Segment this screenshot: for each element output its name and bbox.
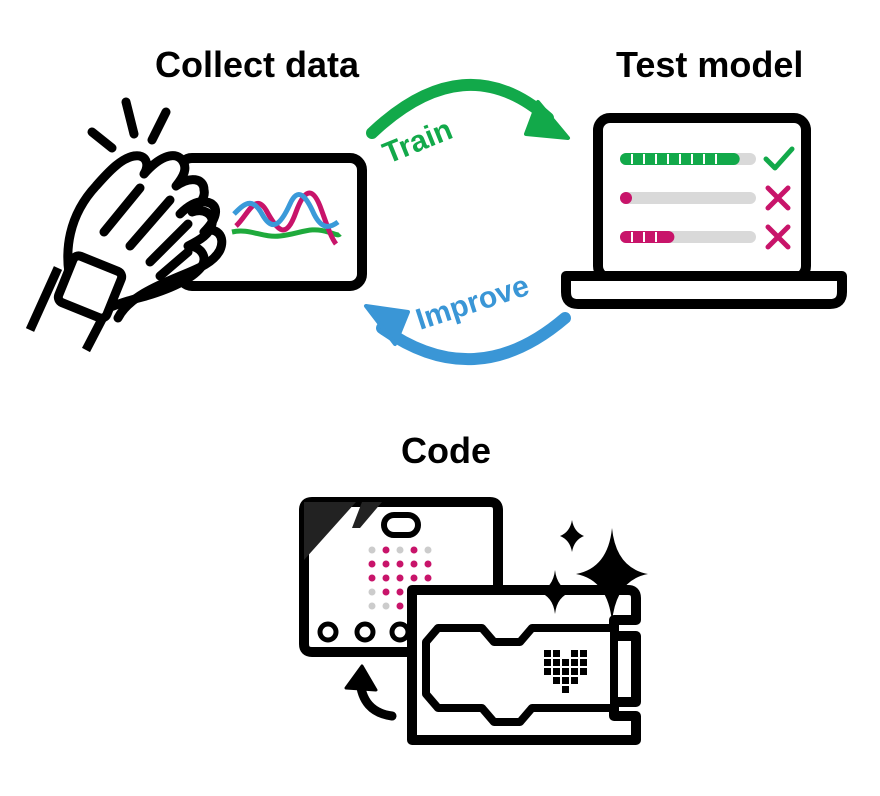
heart-pixel	[562, 677, 569, 684]
led	[396, 546, 404, 554]
heart-pixel	[562, 686, 569, 693]
confidence-fill	[620, 192, 632, 204]
cross-icon	[765, 224, 791, 250]
led	[410, 574, 418, 582]
led	[368, 574, 376, 582]
heart-pixel	[571, 668, 578, 675]
led	[424, 546, 432, 554]
heart-pixel	[580, 650, 587, 657]
heart-pixel	[553, 659, 560, 666]
heart-pixel	[562, 659, 569, 666]
led	[368, 588, 376, 596]
confidence-track	[620, 192, 756, 204]
improve-arrow: Improve	[364, 269, 571, 366]
collect-data-title: Collect data	[155, 44, 360, 85]
led	[382, 574, 390, 582]
led	[396, 560, 404, 568]
heart-pixel	[580, 668, 587, 675]
led	[368, 602, 376, 610]
code-title: Code	[401, 430, 491, 471]
heart-pixel	[553, 668, 560, 675]
led	[424, 560, 432, 568]
train-arrow: Train	[366, 78, 570, 170]
laptop-icon	[561, 113, 847, 309]
led	[382, 588, 390, 596]
led	[410, 560, 418, 568]
led	[382, 602, 390, 610]
led	[368, 560, 376, 568]
heart-pixel	[553, 650, 560, 657]
model-result-bars	[620, 146, 795, 250]
heart-pixel	[571, 659, 578, 666]
heart-pixel	[544, 668, 551, 675]
heart-pixel	[571, 677, 578, 684]
curved-arrow-icon	[344, 664, 397, 721]
check-icon	[763, 146, 795, 171]
confidence-fill	[620, 231, 675, 243]
result-row	[620, 224, 791, 250]
heart-pixel	[544, 659, 551, 666]
cross-icon	[765, 185, 791, 211]
heart-pixel	[544, 650, 551, 657]
heart-icon	[544, 650, 587, 693]
smartwatch-icon	[25, 251, 127, 353]
led	[382, 560, 390, 568]
led	[396, 602, 404, 610]
heart-pixel	[571, 650, 578, 657]
sparkle-icon	[538, 520, 648, 622]
heart-pixel	[562, 668, 569, 675]
led	[396, 588, 404, 596]
led	[424, 574, 432, 582]
clapping-hand-icon	[63, 97, 227, 323]
led	[410, 546, 418, 554]
result-row	[620, 146, 795, 171]
led	[382, 546, 390, 554]
heart-pixel	[580, 659, 587, 666]
improve-label: Improve	[412, 269, 533, 336]
result-row	[620, 185, 791, 211]
test-model-title: Test model	[616, 44, 804, 85]
heart-pixel	[553, 677, 560, 684]
code-block-icon	[407, 585, 641, 745]
led	[368, 546, 376, 554]
led	[396, 574, 404, 582]
